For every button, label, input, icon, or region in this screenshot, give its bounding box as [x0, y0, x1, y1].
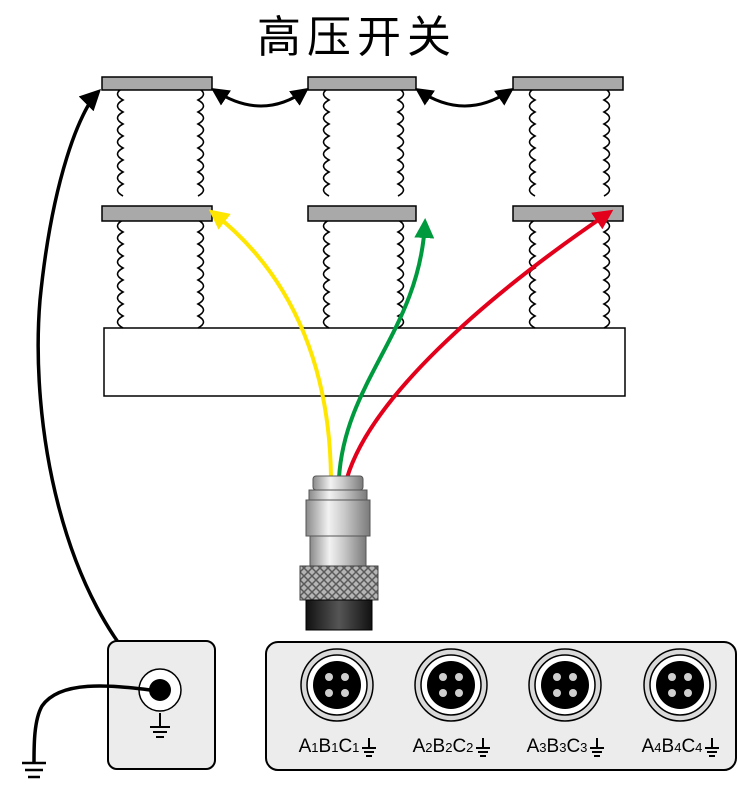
socket-4 — [643, 648, 717, 722]
socket-1 — [300, 648, 374, 722]
socket-label-1: A1B1C1 — [299, 736, 360, 757]
socket-2 — [414, 648, 488, 722]
wire-yellow — [208, 209, 333, 479]
socket-3 — [528, 648, 602, 722]
top-plate-b — [307, 76, 417, 91]
earth-wire — [32, 684, 151, 763]
wire-red — [345, 209, 614, 479]
aviation-connector-icon — [299, 475, 379, 631]
ground-lead — [36, 89, 160, 690]
ground-icon — [150, 713, 170, 738]
link-a-b — [211, 87, 309, 108]
top-plate-a — [101, 76, 213, 91]
socket-label-2: A2B2C2 — [413, 736, 474, 757]
port-panel — [265, 641, 737, 771]
diagram-title: 高压开关 — [257, 12, 457, 63]
socket-label-4: A4B4C4 — [642, 736, 703, 757]
port-group: A1B1C1 A2B2C2 A3B3C3 A4B4C4 — [299, 648, 719, 757]
top-plate-c — [512, 76, 624, 91]
ground-icon — [590, 738, 604, 757]
mid-plate-b — [307, 205, 417, 222]
socket-label-3: A3B3C3 — [527, 736, 588, 757]
link-b-c — [415, 87, 514, 108]
ground-icon — [476, 738, 490, 757]
ground-icon — [705, 738, 719, 757]
earth-ground-icon — [22, 761, 46, 779]
wire-green — [337, 218, 435, 479]
mid-plate-a — [101, 205, 213, 222]
ground-icon — [362, 738, 376, 757]
